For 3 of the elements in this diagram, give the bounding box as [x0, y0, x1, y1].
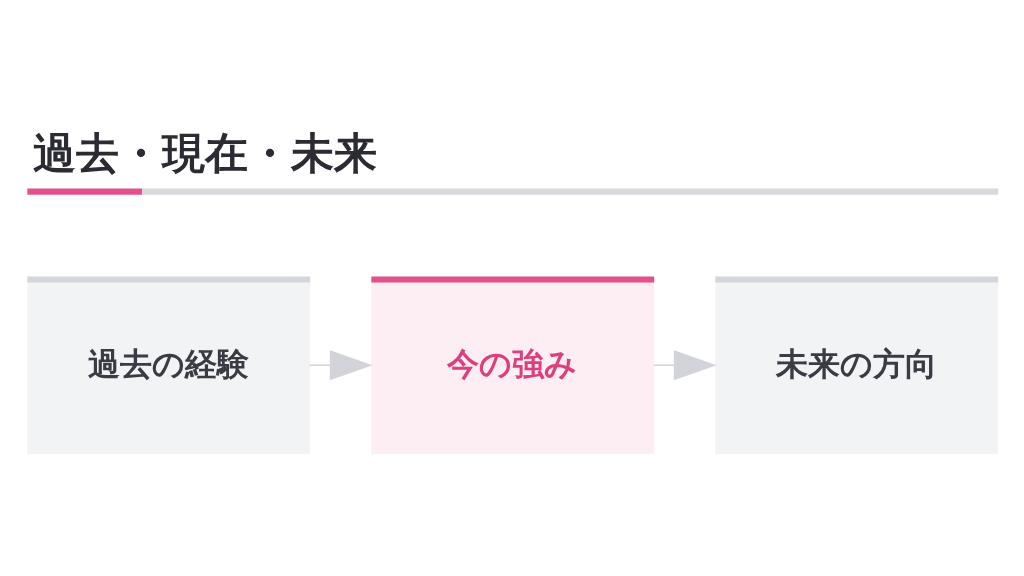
arrow	[308, 350, 373, 381]
diagram-title: 過去・現在・未来	[33, 127, 378, 178]
arrow	[652, 350, 717, 381]
